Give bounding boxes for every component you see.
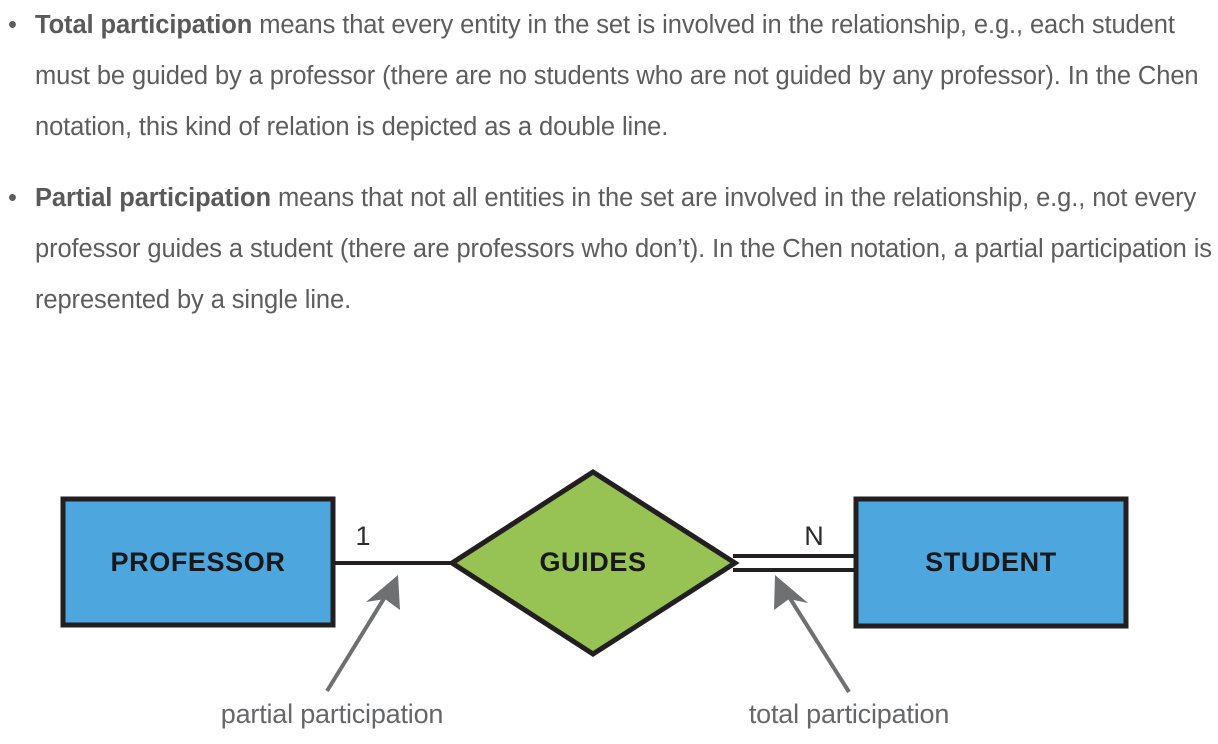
prose-block: • Total participation means that every e… [0,0,1218,326]
callout-total-arrowhead-icon [774,575,808,610]
callout-partial-participation: partial participation [221,575,443,729]
relationship-guides[interactable] [447,469,740,657]
bullet-marker-icon: • [8,184,17,212]
entity-student[interactable] [853,496,1129,629]
entity-professor[interactable] [60,496,336,628]
callout-total-leader-line [784,590,851,694]
cardinality-label-n: N [804,521,824,551]
callout-partial-leader-line [325,590,390,693]
entity-student-label: STUDENT [925,547,1057,577]
relationship-guides-label: GUIDES [539,547,646,577]
cardinality-label-1: 1 [355,521,370,551]
bullet-marker-icon: • [8,11,17,39]
entity-professor-label: PROFESSOR [111,547,286,577]
callout-total-participation: total participation [749,575,949,729]
callout-partial-label: partial participation [221,699,443,729]
callout-total-label: total participation [749,699,949,729]
bullet-partial-participation: • Partial participation means that not a… [0,173,1218,326]
bullet-lead-term: Total participation [35,11,253,39]
callout-partial-arrowhead-icon [366,575,400,610]
bullet-body-text: means that every entity in the set is in… [35,11,1199,141]
bullet-lead-term: Partial participation [35,184,271,212]
bullet-total-participation: • Total participation means that every e… [0,0,1218,153]
bullet-body-text: means that not all entities in the set a… [35,184,1212,314]
er-diagram: PROFESSOR GUIDES STUDENT 1 N partial par… [0,430,1218,744]
